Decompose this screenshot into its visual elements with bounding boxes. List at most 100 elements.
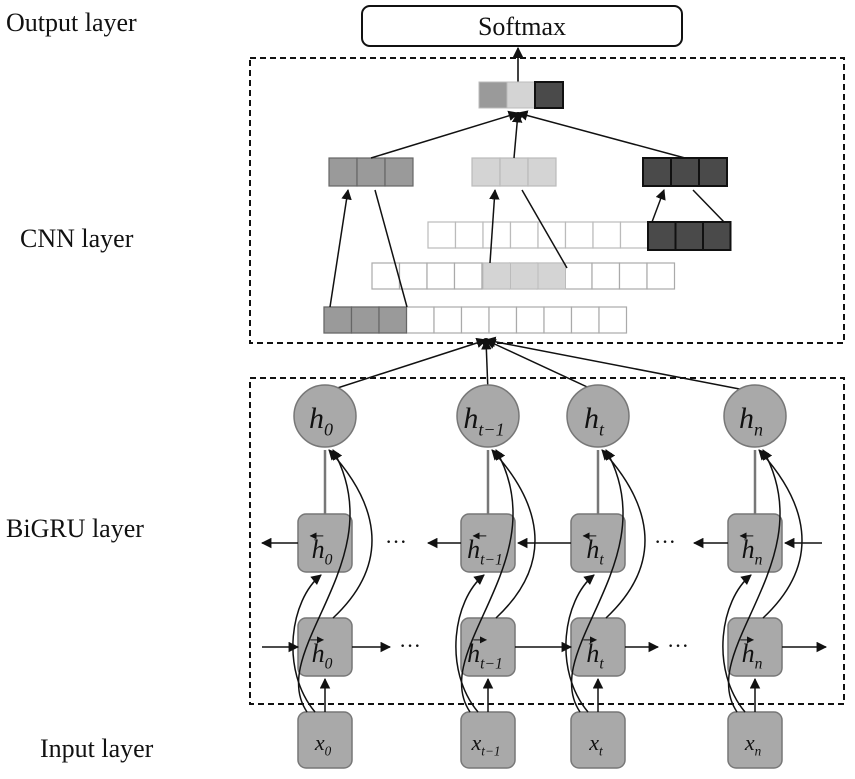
conv-row-bottom-cell [460, 306, 490, 334]
window-bottom-cell [378, 306, 408, 334]
conv-row-mid-cell [563, 262, 593, 290]
input-to-hidden-curve [570, 449, 624, 713]
feature-map-cell [642, 157, 672, 187]
ellipsis-text: ··· [399, 633, 421, 658]
conv-line [521, 189, 568, 269]
input-to-hidden-curve [460, 449, 514, 713]
pooled-cell [478, 81, 508, 109]
backward-gru-label: ht [586, 535, 604, 569]
conv-row-top-cell [564, 221, 594, 249]
hidden-state-node [456, 384, 520, 448]
window-mid-cell [537, 262, 566, 290]
conv-row-bottom-cell [598, 306, 628, 334]
input-layer-label: Input layer [40, 734, 154, 763]
conv-row-mid-cell [618, 262, 648, 290]
cnn-input-junction [482, 338, 490, 346]
bigru-layer-label: BiGRU layer [6, 514, 144, 543]
feature-to-pool-arrow [516, 110, 686, 159]
conv-row-bottom-cell [488, 306, 518, 334]
hidden-state-label: ht [584, 402, 605, 440]
cnn-layer-label: CNN layer [20, 224, 134, 253]
conv-row-top-cell [482, 221, 512, 249]
forward-gru-label: hn [742, 639, 763, 673]
input-to-hidden-curve [297, 449, 351, 713]
feature-map-cell [471, 157, 501, 187]
conv-row-top-cell [592, 221, 622, 249]
backward-gru-label: hn [742, 535, 763, 569]
input-to-backward-curve [292, 574, 322, 713]
input-node [727, 711, 783, 769]
conv-line [692, 189, 725, 223]
input-node-label: x0 [314, 730, 332, 759]
input-node-label: xt−1 [471, 730, 501, 759]
hidden-to-cnn-arrow [481, 338, 492, 393]
cnn-structures [323, 81, 732, 334]
window-mid-cell [510, 262, 539, 290]
conv-row-mid-cell [426, 262, 456, 290]
backward-gru-label: h0 [312, 535, 333, 569]
conv-row-mid-cell [398, 262, 428, 290]
window-bottom-cell [323, 306, 353, 334]
softmax-box: Softmax [361, 5, 683, 47]
window-top-cell [702, 221, 732, 251]
feature-map-cell [698, 157, 728, 187]
conv-row-mid-cell [646, 262, 676, 290]
forward-to-hidden-curve [601, 449, 646, 619]
hidden-state-node [566, 384, 630, 448]
window-mid-cell [482, 262, 511, 290]
conv-row-bottom-cell [515, 306, 545, 334]
conv-row-bottom-cell [570, 306, 600, 334]
forward-gru-label: h0 [312, 639, 333, 673]
window-top-cell [674, 221, 704, 251]
hidden-state-node [723, 384, 787, 448]
pool-junction [514, 112, 522, 120]
conv-row-top-cell [427, 221, 457, 249]
forward-to-hidden-curve [758, 449, 803, 619]
bigru-structures: h0h0h0x0ht−1ht−1ht−1xt−1hththtxthnhnhnxn… [260, 336, 828, 769]
forward-to-hidden-curve [491, 449, 536, 619]
pooled-cell [506, 81, 536, 109]
input-to-backward-curve [455, 574, 485, 713]
pooled-cell [534, 81, 564, 109]
conv-row-bottom-cell [433, 306, 463, 334]
conv-row-mid-cell [371, 262, 401, 290]
window-top-cell [647, 221, 677, 251]
hidden-to-cnn-arrow [324, 337, 487, 393]
softmax-label: Softmax [478, 12, 566, 41]
input-to-backward-curve [722, 574, 752, 713]
conv-row-bottom-cell [543, 306, 573, 334]
window-bottom-cell [350, 306, 380, 334]
input-node-label: xn [744, 730, 762, 759]
conv-row-bottom-cell [405, 306, 435, 334]
hidden-state-label: h0 [309, 402, 333, 440]
conv-arrow [329, 188, 352, 308]
forward-to-hidden-curve [328, 449, 373, 619]
feature-to-pool-arrow [370, 110, 520, 159]
hidden-to-cnn-arrow [485, 339, 599, 393]
output-layer-label: Output layer [6, 8, 137, 37]
feature-map-cell [356, 157, 386, 187]
conv-line [374, 189, 408, 308]
ellipsis-text: ··· [667, 633, 689, 658]
ellipsis-text: ··· [654, 529, 676, 554]
hidden-state-label: hn [739, 402, 763, 440]
backward-gru-label: ht−1 [467, 535, 503, 569]
feature-map-cell [527, 157, 557, 187]
hidden-state-node [293, 384, 357, 448]
conv-arrow [489, 188, 500, 264]
feature-map-cell [328, 157, 358, 187]
ellipsis-text: ··· [385, 529, 407, 554]
conv-row-top-cell [454, 221, 484, 249]
input-to-backward-curve [565, 574, 595, 713]
conv-arrow [651, 189, 666, 223]
input-to-hidden-curve [727, 449, 781, 713]
conv-row-mid-cell [453, 262, 483, 290]
cnn-frame [249, 57, 845, 344]
forward-gru-label: ht [586, 639, 604, 673]
conv-row-top-cell [509, 221, 539, 249]
feature-map-cell [670, 157, 700, 187]
input-node-label: xt [588, 730, 603, 759]
feature-map-cell [499, 157, 529, 187]
conv-row-top-cell [619, 221, 649, 249]
